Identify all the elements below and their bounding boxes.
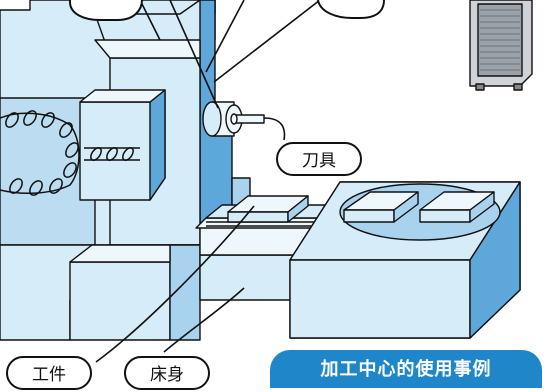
- server-cabinet: [469, 0, 533, 91]
- chain-drive: [0, 110, 140, 196]
- caption-banner: 加工中心的使用事例: [270, 350, 542, 388]
- workpiece-label: 工件: [6, 356, 92, 390]
- workpiece-slide: [195, 195, 341, 229]
- top-callout-right: [317, 0, 385, 19]
- bed-label: 床身: [124, 356, 210, 390]
- tool-label: 刀具: [276, 142, 362, 176]
- rotary-table: [289, 181, 521, 339]
- spindle-nose: [202, 101, 265, 137]
- spindle-head: [79, 89, 166, 201]
- top-callout-left: [69, 0, 143, 21]
- machine-bed: [0, 177, 321, 341]
- leader-lines: [95, 0, 321, 363]
